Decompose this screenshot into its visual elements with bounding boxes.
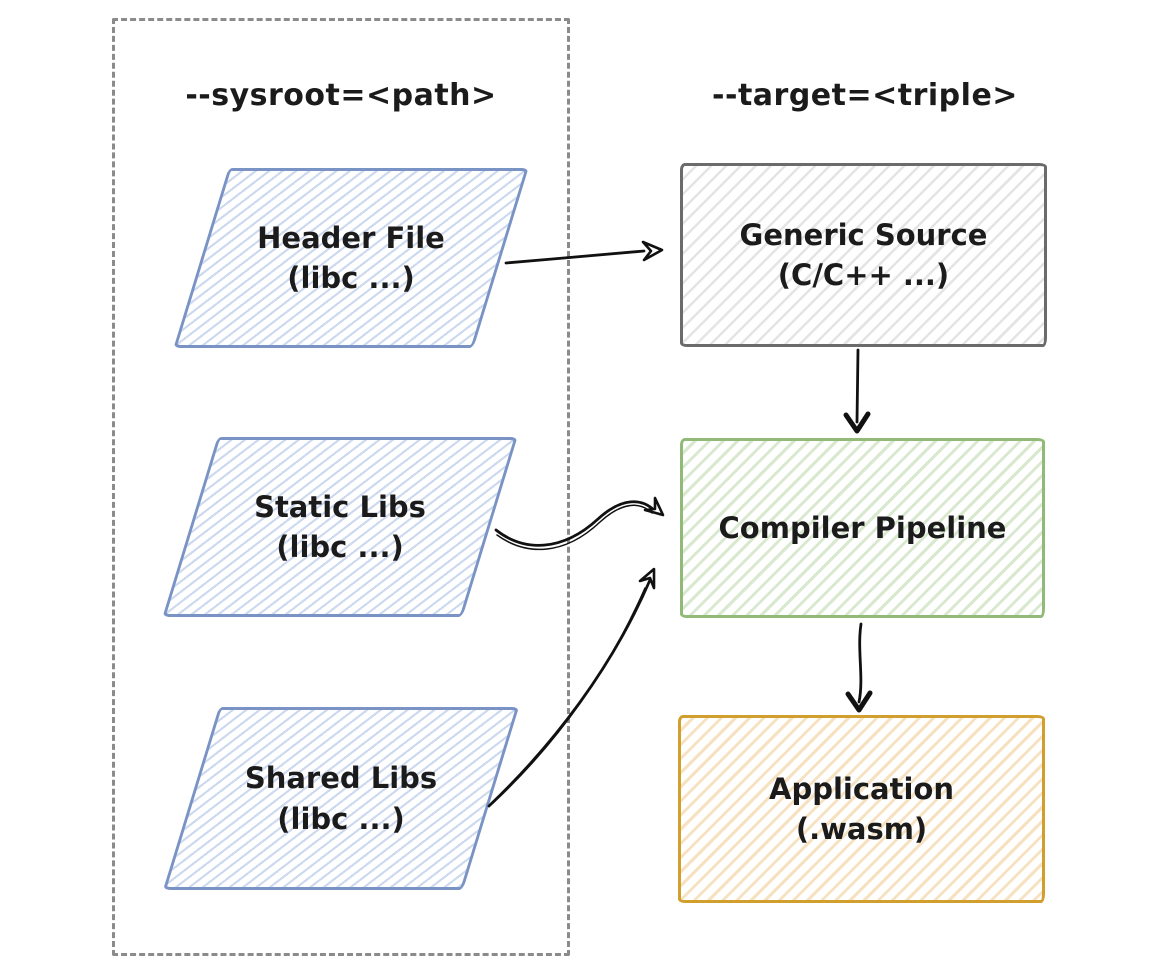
node-title: Header File: [257, 220, 445, 255]
node-title: Static Libs: [254, 489, 426, 524]
node-title: Shared Libs: [244, 761, 438, 796]
node-title: Compiler Pipeline: [718, 510, 1007, 545]
sysroot-label: --sysroot=<path>: [185, 78, 497, 113]
arrow-compiler-pipeline-to-application: [845, 622, 873, 713]
node-header-file: Header File (libc ...): [173, 168, 529, 348]
rectangle-shape: [680, 163, 1047, 347]
node-generic-source-text: Generic Source (C/C++ ...): [680, 163, 1047, 347]
node-static-libs: Static Libs (libc ...): [162, 437, 518, 617]
node-subtitle: (.wasm): [795, 812, 928, 846]
node-static-libs-text: Static Libs (libc ...): [190, 437, 490, 617]
rectangle-shape: [678, 715, 1045, 903]
node-shared-libs: Shared Libs (libc ...): [163, 707, 519, 890]
node-subtitle: (libc ...): [287, 261, 415, 295]
sysroot-boundary-box: [112, 18, 570, 956]
node-title: Application: [769, 771, 954, 806]
node-application: Application (.wasm): [678, 715, 1045, 903]
node-compiler-pipeline-text: Compiler Pipeline: [680, 438, 1045, 618]
node-application-text: Application (.wasm): [678, 715, 1045, 903]
target-label: --target=<triple>: [712, 78, 1018, 113]
arrow-generic-source-to-compiler-pipeline: [843, 348, 871, 434]
node-subtitle: (C/C++ ...): [777, 258, 950, 292]
rectangle-shape: [680, 438, 1045, 618]
node-header-file-text: Header File (libc ...): [201, 168, 501, 348]
node-compiler-pipeline: Compiler Pipeline: [680, 438, 1045, 618]
node-subtitle: (libc ...): [277, 801, 405, 836]
node-generic-source: Generic Source (C/C++ ...): [680, 163, 1047, 347]
node-subtitle: (libc ...): [276, 530, 404, 564]
node-shared-libs-text: Shared Libs (libc ...): [191, 707, 491, 890]
node-title: Generic Source: [739, 217, 988, 252]
